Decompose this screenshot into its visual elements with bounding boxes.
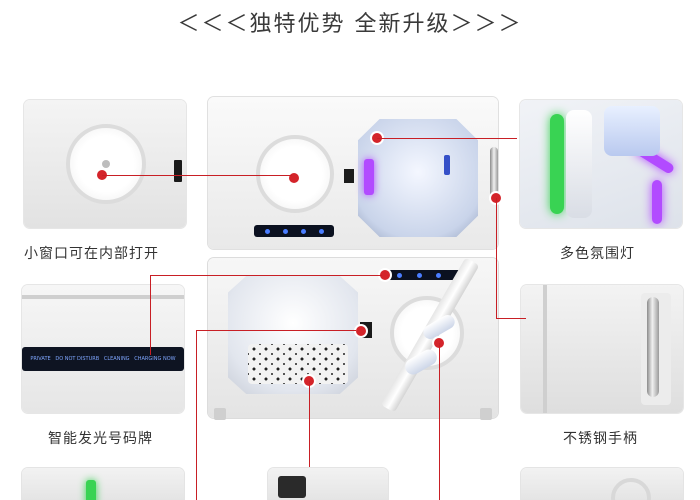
plate-item-cleaning: CLEANING [103,356,130,362]
handle-icon [647,297,659,397]
pointer-dot-plate [380,270,390,280]
plate-caption: 智能发光号码牌 [48,431,153,447]
window-thumbnail [24,100,186,228]
ambient-light-thumbnail [520,100,682,228]
page-title: ＜＜＜独特优势 全新升级＞＞＞ [177,12,523,37]
number-plate-thumbnail: PRIVATE DO NOT DISTURB CLEANING CHARGING… [22,285,184,413]
plate-item-charging: CHARGING NOW [134,356,176,362]
bottom-thumbnail-left [22,468,184,500]
capsule-lower-unit [208,257,498,420]
handle-caption: 不锈钢手柄 [563,431,638,447]
plate-item-do-not-disturb: DO NOT DISTURB [55,356,100,362]
window-caption: 小窗口可在内部打开 [24,246,159,262]
light-caption: 多色氛围灯 [560,246,635,262]
capsule-upper-unit [208,97,498,249]
bottom-thumbnail-center [268,468,388,500]
round-window-icon [66,124,146,204]
patterned-mattress [248,344,348,384]
capsule-upper-led-panel [254,225,334,237]
led-number-plate: PRIVATE DO NOT DISTURB CLEANING CHARGING… [22,347,184,371]
green-light-strip [550,114,564,214]
bottom-thumbnail-right [521,468,683,500]
pointer-dot-socket [356,326,366,336]
plate-item-private: PRIVATE [30,356,51,362]
pointer-dot-window-capsule [289,173,299,183]
handle-thumbnail [521,285,683,413]
